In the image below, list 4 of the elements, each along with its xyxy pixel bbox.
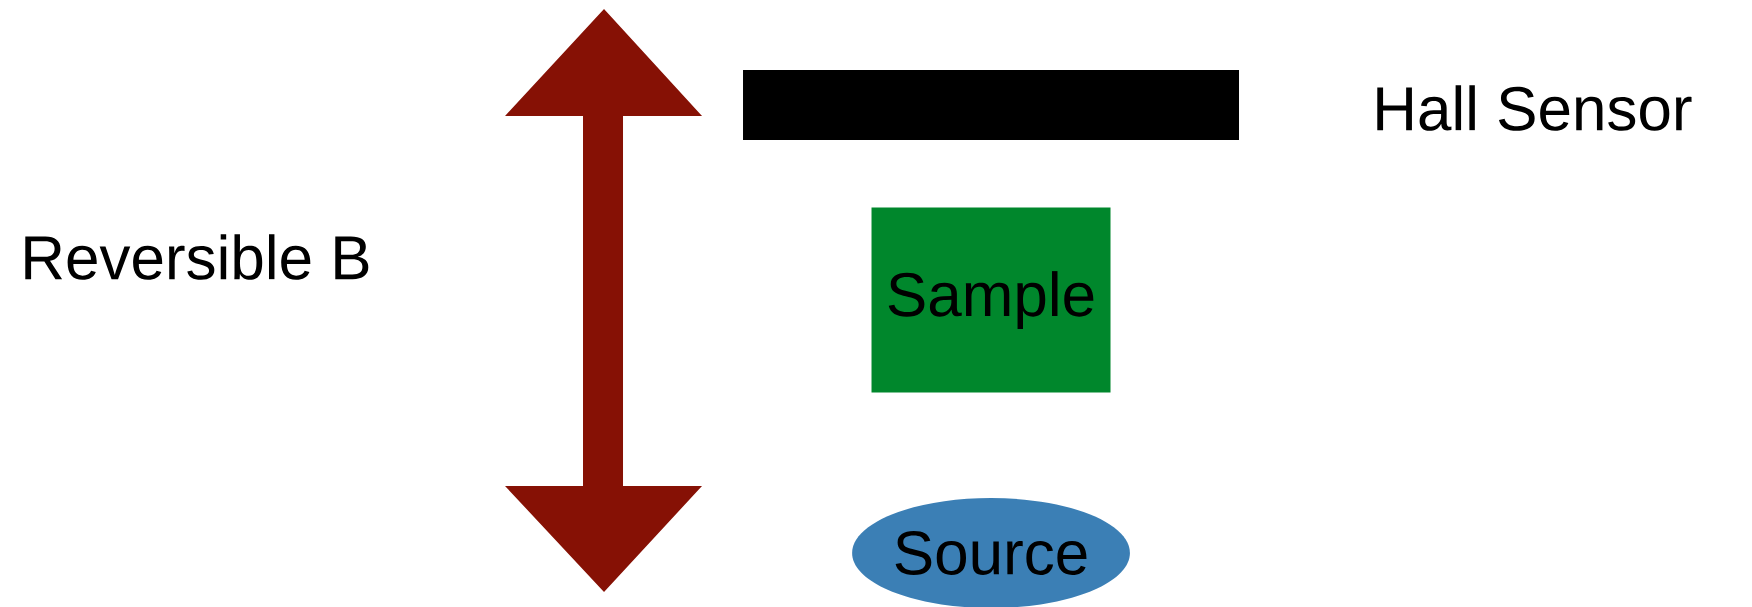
sensor-label: Hall Sensor	[1377, 85, 1692, 131]
field-label: Reversible B	[25, 234, 369, 280]
sample-box: Sample	[871, 207, 1111, 393]
hall-sensor-bar	[743, 70, 1239, 140]
